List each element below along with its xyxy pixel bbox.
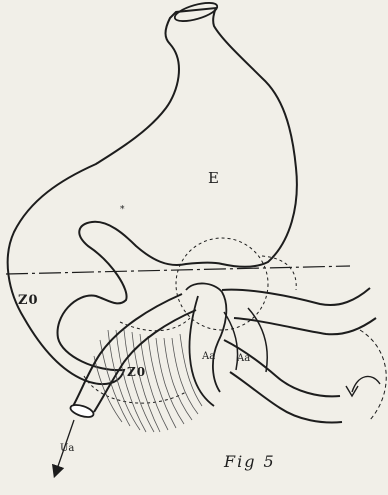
- hatching-lower: [94, 330, 202, 432]
- right-edge-arc: [360, 330, 386, 420]
- label-left-zone: Z0: [18, 294, 39, 307]
- vessel-opening: [69, 403, 95, 420]
- label-aa-left: Aa: [202, 352, 215, 362]
- label-arrow: Ua: [60, 444, 74, 454]
- oesophagus-opening: [173, 0, 219, 25]
- right-tube-upper: [222, 288, 376, 334]
- label-stomach: E: [208, 171, 219, 186]
- star-mark: *: [120, 205, 125, 215]
- figure-caption: Fig 5: [224, 454, 276, 470]
- label-lower-zone: Z0: [127, 366, 146, 378]
- label-aa-right: Aa: [237, 354, 250, 364]
- stomach-outline: [8, 8, 297, 384]
